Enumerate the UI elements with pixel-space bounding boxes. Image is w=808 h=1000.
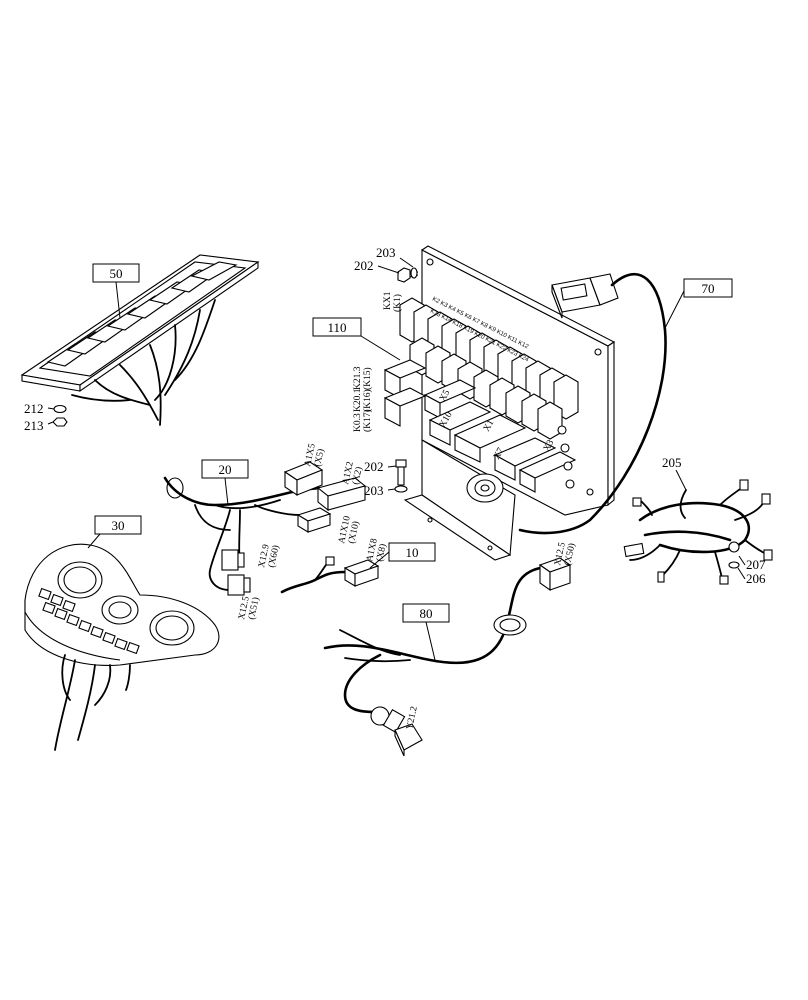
label-x60: (X60) (266, 544, 281, 568)
label-207: 207 (746, 557, 766, 572)
label-x50: (X50) (562, 542, 577, 566)
callout-30: 30 (112, 518, 125, 533)
label-212: 212 (24, 401, 44, 416)
label-205: 205 (662, 455, 682, 470)
instrument-cluster-30 (24, 543, 220, 751)
callout-80: 80 (420, 606, 433, 621)
switch-panel-50 (20, 254, 260, 426)
label-k201: K20.1 (353, 388, 363, 412)
label-k15: (K15) (362, 367, 373, 390)
label-x51: (X51) (246, 596, 261, 620)
hour-meter-70 (518, 272, 667, 535)
bolt-202-top (397, 267, 419, 283)
washer-212 (53, 404, 67, 414)
relay-board-110: K2 K3 K4 K5 K6 K7 K8 K9 K10 K11 K12 K13 … (383, 245, 616, 561)
label-a1x5: A1X5 (303, 443, 318, 468)
harness-80 (323, 557, 572, 757)
callout-20: 20 (219, 462, 232, 477)
callout-50: 50 (110, 266, 123, 281)
harness-10 (280, 556, 380, 594)
label-x125b: X12.5 (553, 541, 568, 566)
label-202-top: 202 (354, 258, 374, 273)
label-k17: (K17) (362, 409, 373, 432)
label-203-top: 203 (376, 245, 396, 260)
label-k16: (K16) (362, 389, 373, 412)
label-a1x8: A1X8 (365, 538, 380, 563)
callout-box-110 (312, 317, 362, 337)
harness-205 (623, 479, 773, 585)
label-202-lower: 202 (364, 459, 384, 474)
callout-10: 10 (406, 545, 419, 560)
label-x129: X12.9 (257, 543, 272, 568)
label-kx1: KX1 (383, 291, 393, 310)
label-k1: (K1) (392, 294, 403, 312)
label-y212: Y21.2 (405, 705, 420, 730)
label-x2: (X2) (350, 466, 364, 486)
callout-110: 110 (327, 320, 346, 335)
nut-213 (52, 417, 68, 427)
label-213: 213 (24, 418, 44, 433)
label-x5: (X5) (312, 448, 326, 468)
label-206: 206 (746, 571, 766, 586)
callout-box-30 (94, 515, 142, 535)
callout-70: 70 (702, 281, 715, 296)
label-k03: K0.3 (353, 413, 363, 432)
callout-box-70 (683, 278, 733, 298)
label-x10: (X10) (346, 520, 361, 544)
label-x8: (X8) (374, 543, 388, 563)
label-a1x2: A1X2 (341, 461, 356, 486)
harness-20 (163, 461, 367, 596)
label-203-lower: 203 (364, 483, 384, 498)
label-k213: K21.3 (353, 366, 363, 390)
label-x125a: X12.5 (237, 595, 252, 620)
bolt-202-lower (394, 459, 408, 493)
